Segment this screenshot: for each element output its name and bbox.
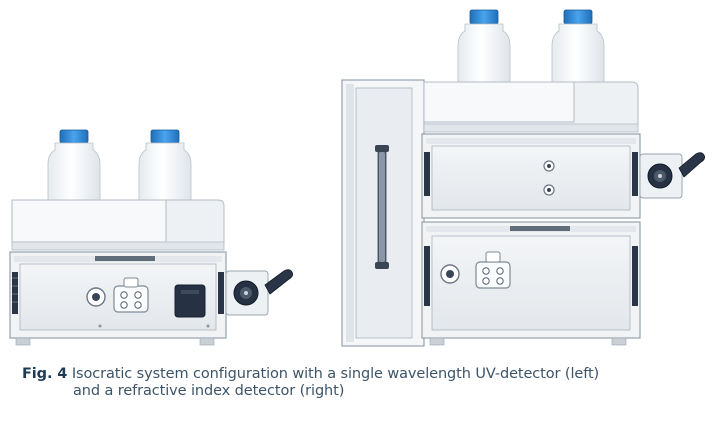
foot bbox=[429, 337, 445, 346]
figure-label: Fig. 4 bbox=[22, 366, 68, 382]
solvent-bottle-right-2 bbox=[551, 9, 605, 85]
injection-valve-left bbox=[225, 269, 293, 316]
foot bbox=[15, 337, 31, 346]
injection-valve-right bbox=[639, 152, 705, 199]
column-oven bbox=[341, 79, 425, 347]
solvent-bottle-left-1 bbox=[47, 129, 101, 203]
figure-caption: Fig. 4 Isocratic system configuration wi… bbox=[22, 366, 702, 400]
pump-module-right bbox=[421, 221, 641, 339]
instrument-illustration bbox=[9, 9, 705, 347]
right-system bbox=[341, 9, 705, 347]
left-system bbox=[9, 129, 293, 346]
caption-line-2: and a refractive index detector (right) bbox=[73, 383, 345, 399]
solvent-bottle-left-2 bbox=[138, 129, 192, 203]
caption-line-1: Isocratic system configuration with a si… bbox=[71, 366, 600, 382]
foot bbox=[199, 337, 215, 346]
pump-module-left bbox=[9, 251, 227, 339]
solvent-bottle-right-1 bbox=[457, 9, 511, 85]
foot bbox=[611, 337, 627, 346]
solvent-tray-right bbox=[423, 81, 639, 133]
solvent-tray-left bbox=[11, 199, 225, 251]
ri-detector-module bbox=[421, 133, 641, 219]
